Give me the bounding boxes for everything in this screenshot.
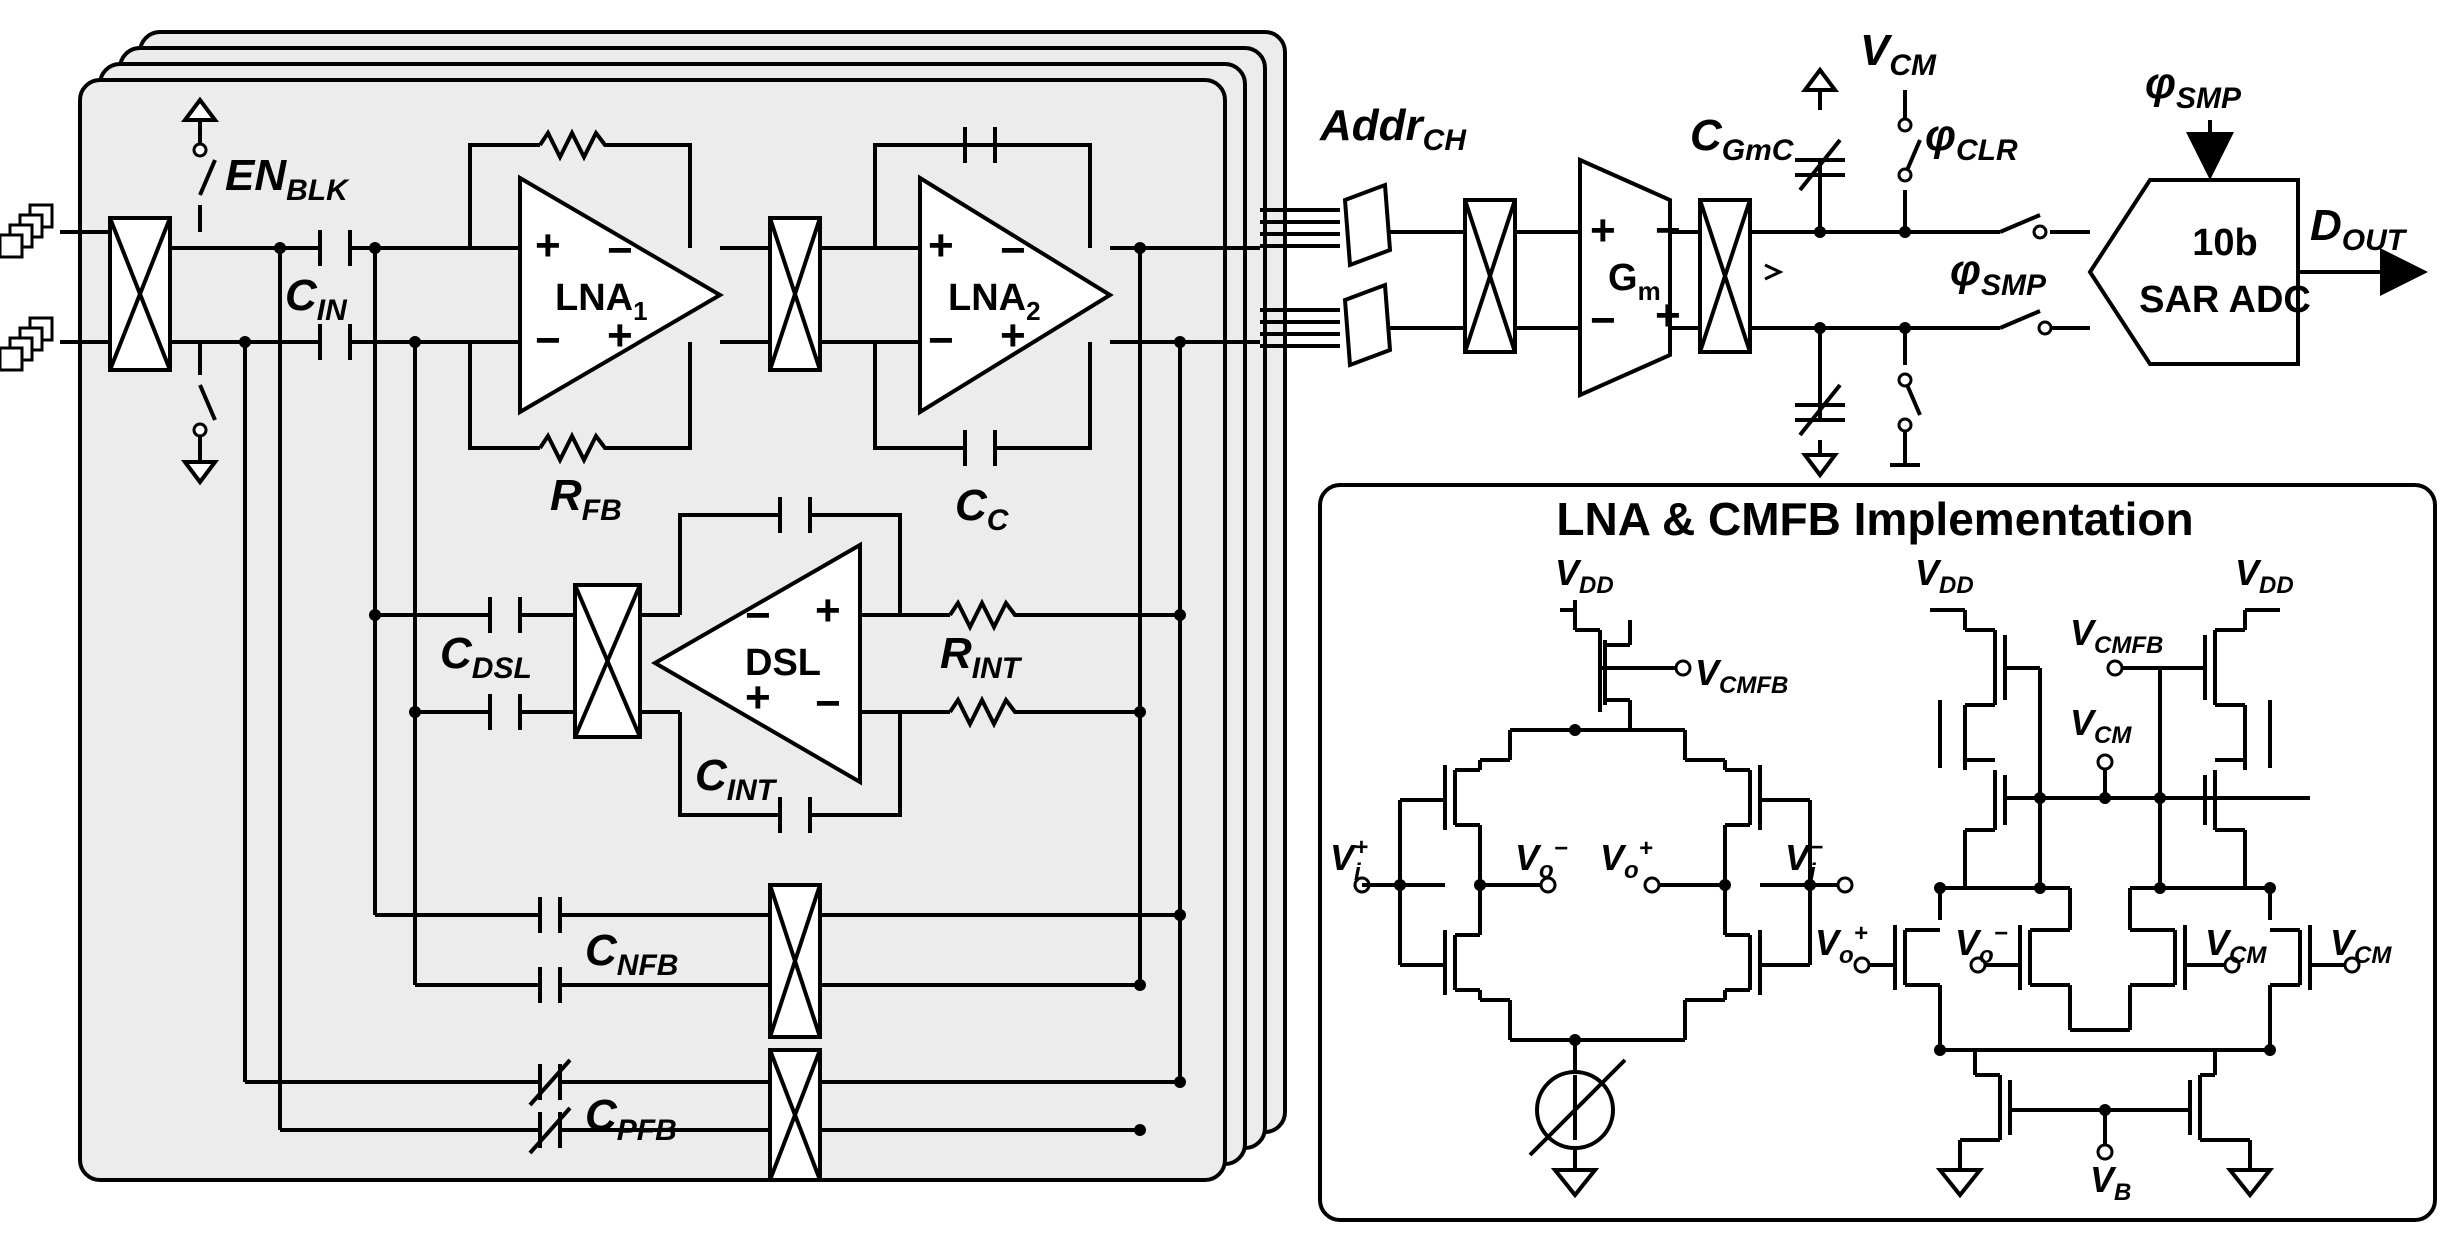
lna1-plus: + — [535, 221, 561, 270]
channel-block-front — [78, 78, 1227, 1182]
lna2-triangle — [918, 174, 1114, 416]
capacitors — [318, 127, 1090, 1155]
vo-minus-label-cmfb: Vo− — [1955, 920, 2008, 969]
lna2-label: LNA2 — [948, 277, 1041, 326]
vcm-label-diff-left: VCM — [2205, 922, 2267, 969]
gm-label: Gm — [1608, 257, 1661, 306]
vo-minus-label-lna: Vo− — [1515, 835, 1568, 884]
c-dsl-label: CDSL — [440, 629, 532, 685]
vdd-label-lna: VDD — [1555, 552, 1614, 599]
chopper-nfb — [768, 883, 822, 1039]
phi-smp-label: φSMP — [1950, 246, 2047, 302]
chopper-mid — [768, 216, 822, 372]
down-arrow-icon — [181, 460, 219, 486]
channel-stack — [78, 30, 1287, 1182]
dsl-minus-out: − — [745, 591, 771, 640]
lna1-minus-out: − — [607, 226, 633, 275]
vo-plus-label-lna: Vo+ — [1600, 835, 1653, 884]
amplifiers — [518, 156, 2300, 786]
gm-plus: + — [1590, 206, 1616, 255]
c-int-label: CINT — [695, 751, 778, 807]
terminal-circles — [192, 117, 2053, 438]
c-gmc-label: CGmC — [1690, 111, 1795, 167]
up-arrow-icon — [181, 96, 219, 122]
chopper-input — [108, 216, 172, 372]
vdd-label-cmfb-left: VDD — [1915, 552, 1974, 599]
dsl-plus: + — [815, 586, 841, 635]
c-c-label: CC — [955, 481, 1010, 537]
inset-panel: LNA & CMFB Implementation — [1318, 483, 2437, 1222]
lna2-minus: − — [928, 316, 954, 365]
vo-plus-label-cmfb: Vo+ — [1815, 920, 1868, 969]
lna2-plus: + — [928, 221, 954, 270]
chopper-gm-in — [1463, 198, 1517, 354]
vb-label: VB — [2090, 1159, 2131, 1206]
adc-line1: 10b — [2192, 222, 2257, 264]
cmfb-schematic — [1870, 608, 2345, 1199]
sar-adc-block — [2087, 178, 2300, 366]
v-cm-label: VCM — [1860, 26, 1937, 82]
lna1-label: LNA1 — [555, 277, 648, 326]
r-int-label: RINT — [940, 629, 1023, 685]
lna2-minus-out: − — [1000, 226, 1026, 275]
adc-line2: SAR ADC — [2139, 279, 2311, 321]
dsl-label: DSL — [745, 642, 821, 684]
chopper-pfb — [768, 1048, 822, 1182]
vcm-label-diff-right: VCM — [2330, 922, 2392, 969]
addr-ch-mux — [1342, 182, 1393, 368]
lna1-plus-out: + — [607, 311, 633, 360]
input-pads — [0, 203, 54, 372]
junction-dots — [239, 226, 1911, 1136]
c-nfb-label: CNFB — [585, 926, 678, 982]
en-blk-label: ENBLK — [225, 151, 350, 207]
resistors — [538, 128, 1020, 729]
chopper-gm-out — [1698, 198, 1752, 354]
vcmfb-label-lna: VCMFB — [1695, 652, 1788, 699]
chopper-dsl — [573, 583, 642, 739]
dsl-triangle — [651, 541, 862, 786]
vcmfb-label-cmfb: VCMFB — [2070, 612, 2163, 659]
vcm-label-cmfb: VCM — [2070, 702, 2132, 749]
dsl-plus-out: + — [745, 673, 771, 722]
c-pfb-label: CPFB — [585, 1091, 677, 1147]
inset-title: LNA & CMFB Implementation — [1556, 493, 2193, 545]
chopper-switches — [108, 198, 1752, 1182]
c-in-label: CIN — [285, 271, 348, 327]
inset-junctions — [1394, 724, 2276, 1116]
vi-plus-label: V+i — [1330, 834, 1368, 886]
vdd-label-cmfb-right: VDD — [2235, 552, 2294, 599]
lna2-plus-out: + — [1000, 311, 1026, 360]
addr-ch-label: AddrCH — [1319, 101, 1467, 157]
dsl-minus: − — [815, 679, 841, 728]
gm-plus-out: + — [1655, 291, 1681, 340]
vi-minus-label: V−i — [1785, 834, 1823, 886]
phi-smp-top-label: φSMP — [2145, 59, 2242, 115]
lna1-triangle — [518, 174, 724, 416]
cgmc-capacitors — [1795, 66, 1845, 479]
gm-minus: − — [1590, 296, 1616, 345]
gm-minus-out: − — [1655, 206, 1681, 255]
d-out-label: DOUT — [2310, 201, 2408, 257]
lna1-minus: − — [535, 316, 561, 365]
gm-trapezoid — [1578, 156, 1672, 399]
r-fb-label: RFB — [550, 471, 622, 527]
phi-clr-label: φCLR — [1925, 111, 2018, 167]
